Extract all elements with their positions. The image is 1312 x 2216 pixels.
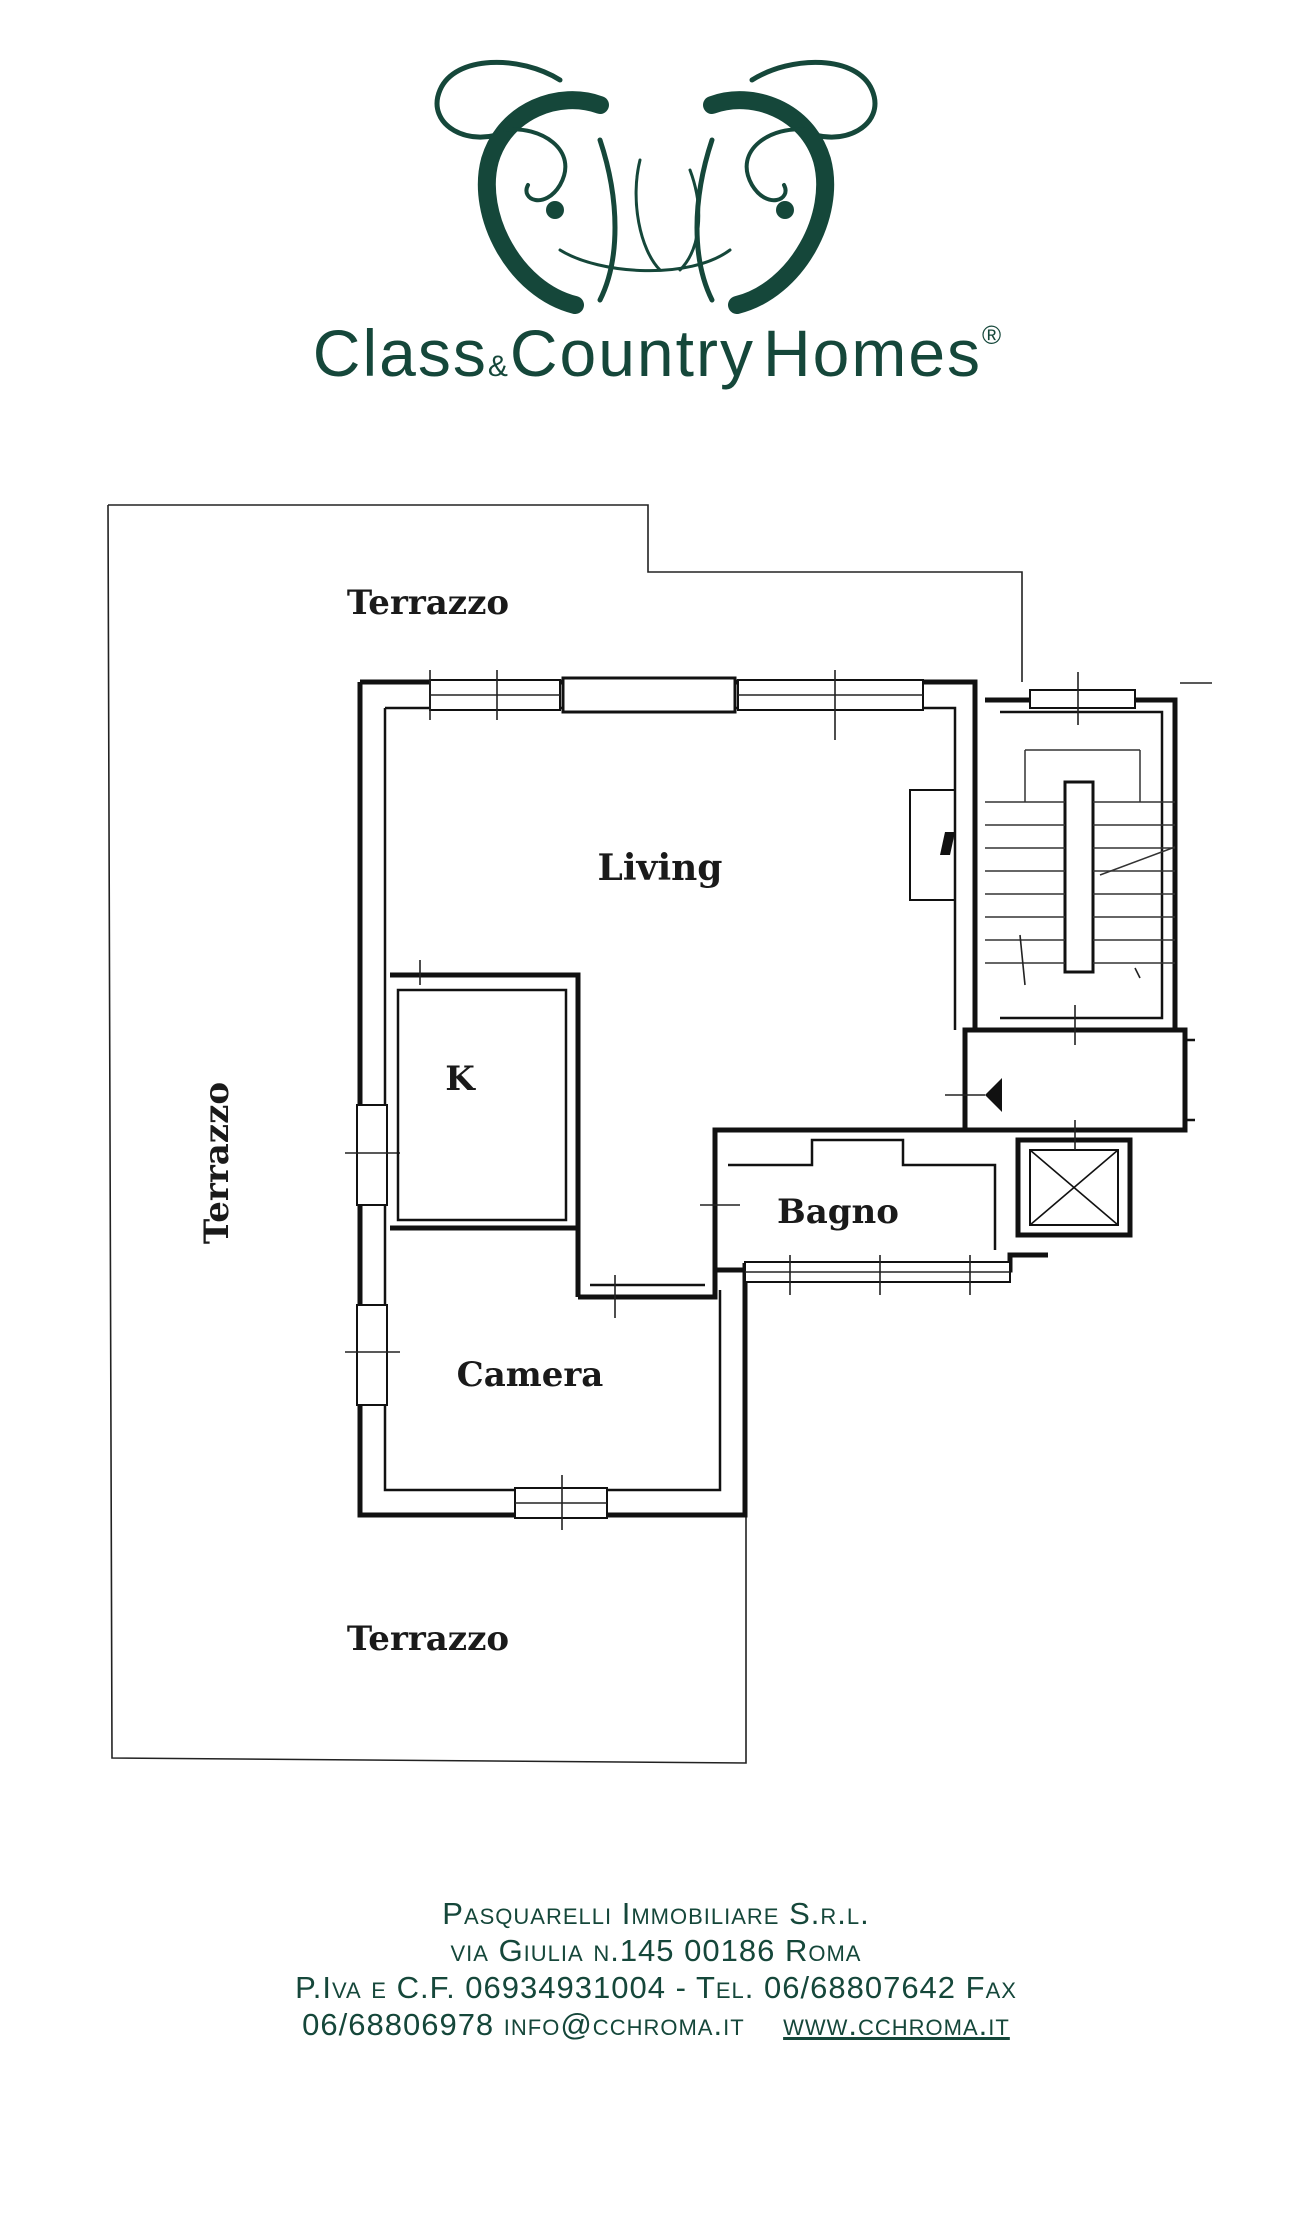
company-address: via Giulia n.145 00186 Roma bbox=[450, 1933, 862, 1968]
brand-name-part2: Country bbox=[510, 316, 755, 390]
elevator-icon bbox=[1015, 1120, 1133, 1238]
landing bbox=[945, 1005, 1195, 1133]
room-label-kitchen: K bbox=[445, 1059, 476, 1099]
room-label-terrazzo-bottom: Terrazzo bbox=[347, 1619, 509, 1659]
company-name: Pasquarelli Immobiliare S.r.l. bbox=[442, 1896, 870, 1931]
company-footer: Pasquarelli Immobiliare S.r.l. via Giuli… bbox=[0, 1895, 1312, 2043]
room-label-terrazzo-left: Terrazzo bbox=[197, 1082, 237, 1244]
logo-monogram-icon bbox=[434, 59, 878, 314]
brand-name-part1: Class bbox=[313, 316, 488, 390]
floor-plan: Terrazzo Living K Bagno Camera Terrazzo … bbox=[107, 504, 1212, 1764]
corridor-walls bbox=[578, 1127, 965, 1318]
apartment-walls bbox=[345, 670, 978, 1530]
brand-registered-mark: ® bbox=[982, 320, 1003, 350]
bathroom-walls bbox=[700, 1130, 1048, 1295]
room-label-living: Living bbox=[598, 847, 723, 889]
kitchen-walls bbox=[390, 960, 581, 1297]
room-label-bedroom: Camera bbox=[457, 1355, 604, 1395]
company-fax-email: 06/68806978 info@cchroma.it bbox=[302, 2007, 745, 2042]
room-label-bathroom: Bagno bbox=[777, 1192, 899, 1232]
brand-name-part3: Homes bbox=[763, 316, 982, 390]
door-arrow-icon bbox=[985, 1078, 1002, 1112]
website-link[interactable]: www.cchroma.it bbox=[783, 2007, 1010, 2042]
company-tax-phone: P.Iva e C.F. 06934931004 - Tel. 06/68807… bbox=[295, 1970, 1017, 2005]
terrace-boundary bbox=[107, 504, 1023, 1764]
room-label-terrazzo-top: Terrazzo bbox=[347, 583, 509, 623]
fireplace-icon bbox=[909, 789, 956, 901]
staircase-icon bbox=[985, 672, 1178, 1033]
company-fax-email-line: 06/68806978 info@cchroma.it www.cchroma.… bbox=[0, 2006, 1312, 2043]
brand-ampersand: & bbox=[488, 350, 510, 383]
